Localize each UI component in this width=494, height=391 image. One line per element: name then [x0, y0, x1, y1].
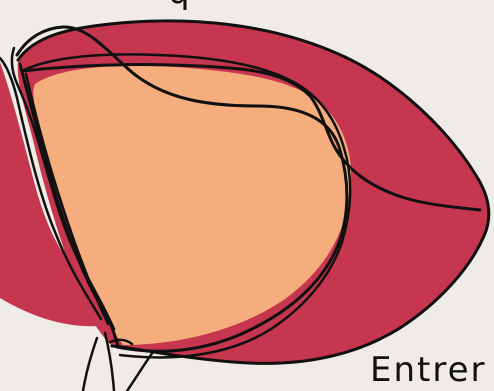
bottom-text-fragment: Entrer [370, 350, 487, 390]
outline-10 [83, 338, 97, 391]
top-text-fragment: q [168, 0, 191, 12]
